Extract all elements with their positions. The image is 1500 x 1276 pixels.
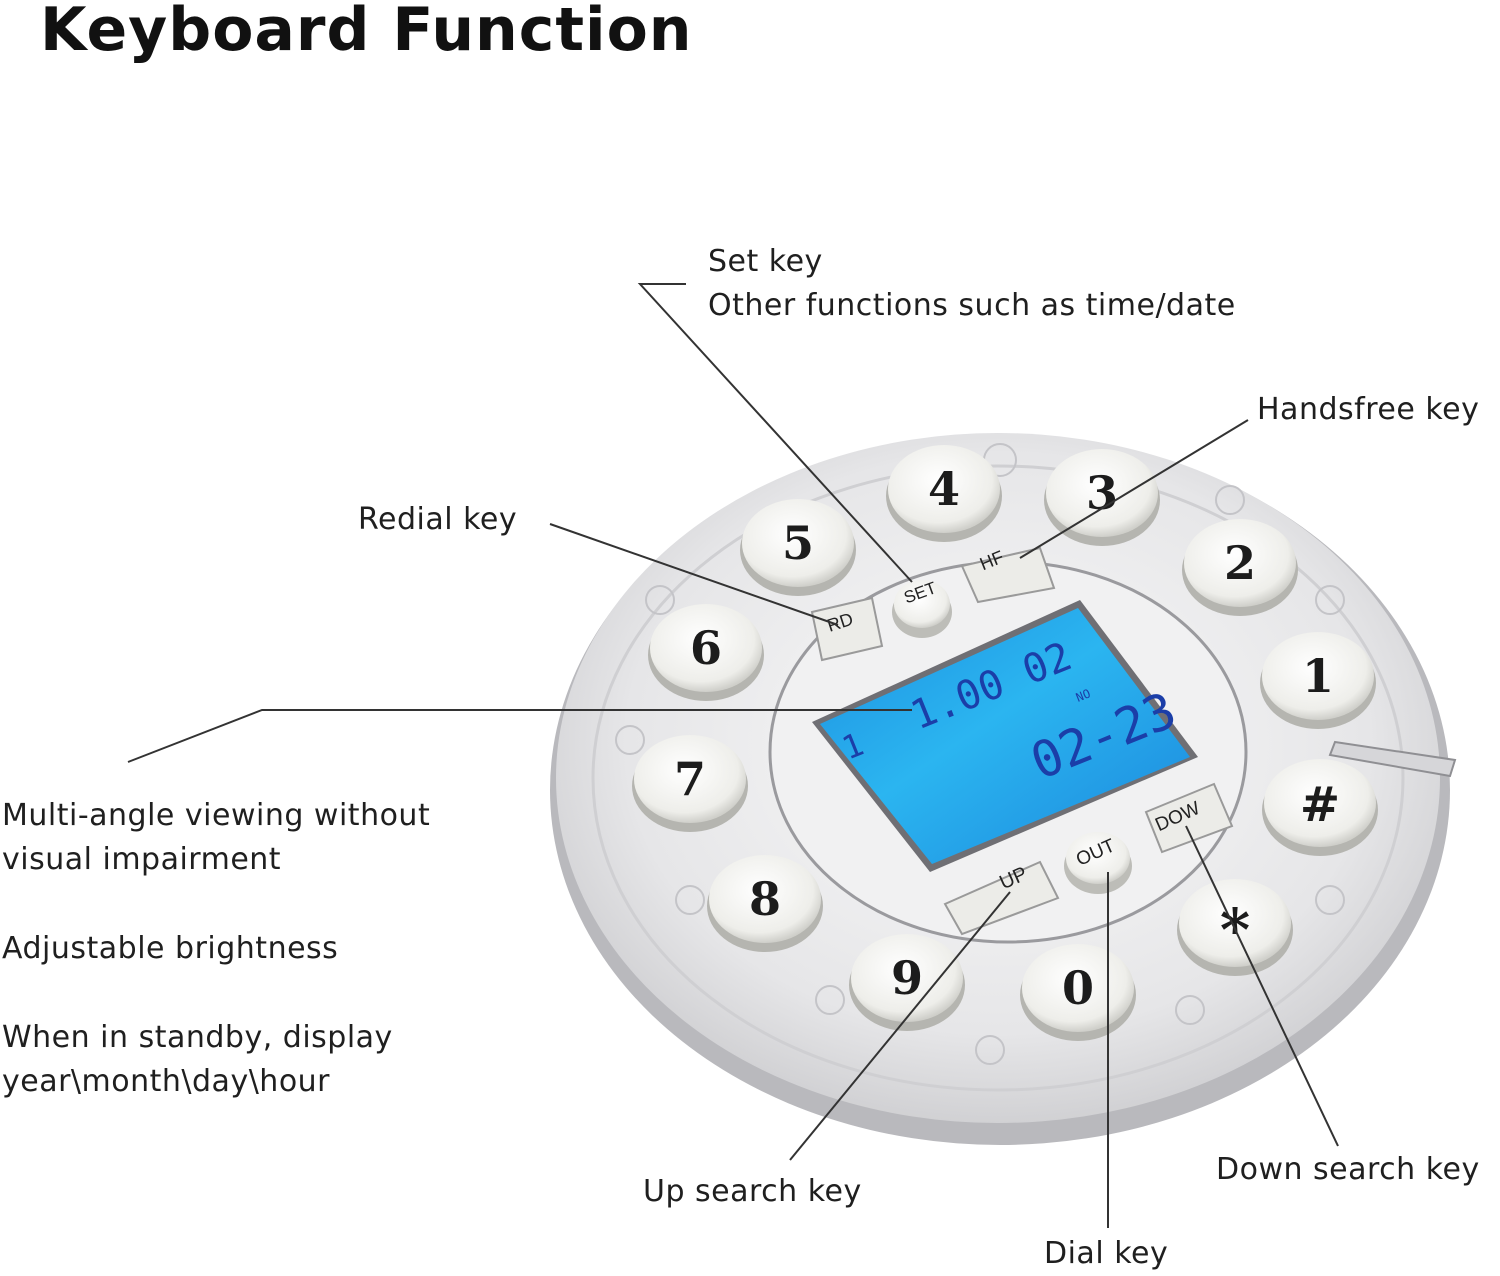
set-key-description: Other functions such as time/date bbox=[708, 288, 1236, 323]
set-key-leader bbox=[637, 283, 913, 583]
key-0[interactable]: 0 bbox=[1020, 944, 1136, 1041]
key-0-label: 0 bbox=[1062, 961, 1094, 1015]
handsfree-key-leader bbox=[1019, 419, 1249, 559]
redial-button[interactable]: RD bbox=[810, 596, 884, 662]
page-title: Keyboard Function bbox=[40, 0, 693, 65]
down-search-key-label: Down search key bbox=[1216, 1152, 1480, 1187]
key-1[interactable]: 1 bbox=[1260, 632, 1376, 729]
out-button[interactable]: OUT bbox=[1064, 832, 1132, 894]
key-4[interactable]: 4 bbox=[886, 445, 1002, 542]
dial-key-label: Dial key bbox=[1044, 1236, 1169, 1271]
digit-keys: 1 2 3 4 5 6 7 bbox=[632, 445, 1378, 1041]
key-hash-label: # bbox=[1300, 777, 1340, 833]
key-3[interactable]: 3 bbox=[1044, 449, 1160, 546]
key-7[interactable]: 7 bbox=[632, 735, 748, 832]
display-features-callout: Multi-angle viewing without visual impai… bbox=[2, 794, 430, 1104]
key-9-label: 9 bbox=[891, 951, 923, 1005]
key-2-label: 2 bbox=[1224, 536, 1256, 590]
up-search-key-leader bbox=[789, 891, 1011, 1161]
leader-lines bbox=[127, 283, 1339, 1228]
feature-viewing-line1: Multi-angle viewing without bbox=[2, 798, 431, 833]
key-1-label: 1 bbox=[1302, 649, 1334, 703]
key-4-label: 4 bbox=[928, 462, 960, 516]
key-5-label: 5 bbox=[782, 516, 814, 570]
key-8-label: 8 bbox=[749, 872, 781, 926]
feature-brightness: Adjustable brightness bbox=[2, 931, 339, 966]
key-6[interactable]: 6 bbox=[648, 604, 764, 701]
key-8[interactable]: 8 bbox=[707, 855, 823, 952]
set-key-label: Set key bbox=[708, 244, 823, 279]
feature-standby-line2: year\month\day\hour bbox=[2, 1064, 331, 1099]
redial-key-label: Redial key bbox=[358, 502, 518, 537]
down-search-key-leader bbox=[1185, 825, 1339, 1147]
feature-viewing-line2: visual impairment bbox=[2, 842, 282, 877]
key-6-label: 6 bbox=[690, 621, 722, 675]
lcd-indicator: NO bbox=[1074, 686, 1093, 704]
redial-key-leader bbox=[549, 523, 839, 626]
feature-standby-line1: When in standby, display bbox=[2, 1020, 393, 1055]
display-leader bbox=[127, 709, 912, 763]
key-hash[interactable]: # bbox=[1262, 759, 1378, 856]
set-button[interactable]: SET bbox=[892, 578, 952, 638]
function-keys: RD SET HF UP OUT DOW bbox=[810, 547, 1234, 936]
key-9[interactable]: 9 bbox=[849, 934, 965, 1031]
key-5[interactable]: 5 bbox=[740, 499, 856, 596]
lcd-display: 1 1.00 02 NO 02-23 bbox=[812, 600, 1198, 872]
key-2[interactable]: 2 bbox=[1182, 519, 1298, 616]
set-key-callout: Set key Other functions such as time/dat… bbox=[708, 240, 1236, 328]
key-3-label: 3 bbox=[1086, 466, 1118, 520]
handsfree-key-label: Handsfree key bbox=[1257, 392, 1480, 427]
key-7-label: 7 bbox=[674, 752, 706, 806]
up-search-key-label: Up search key bbox=[643, 1174, 862, 1209]
